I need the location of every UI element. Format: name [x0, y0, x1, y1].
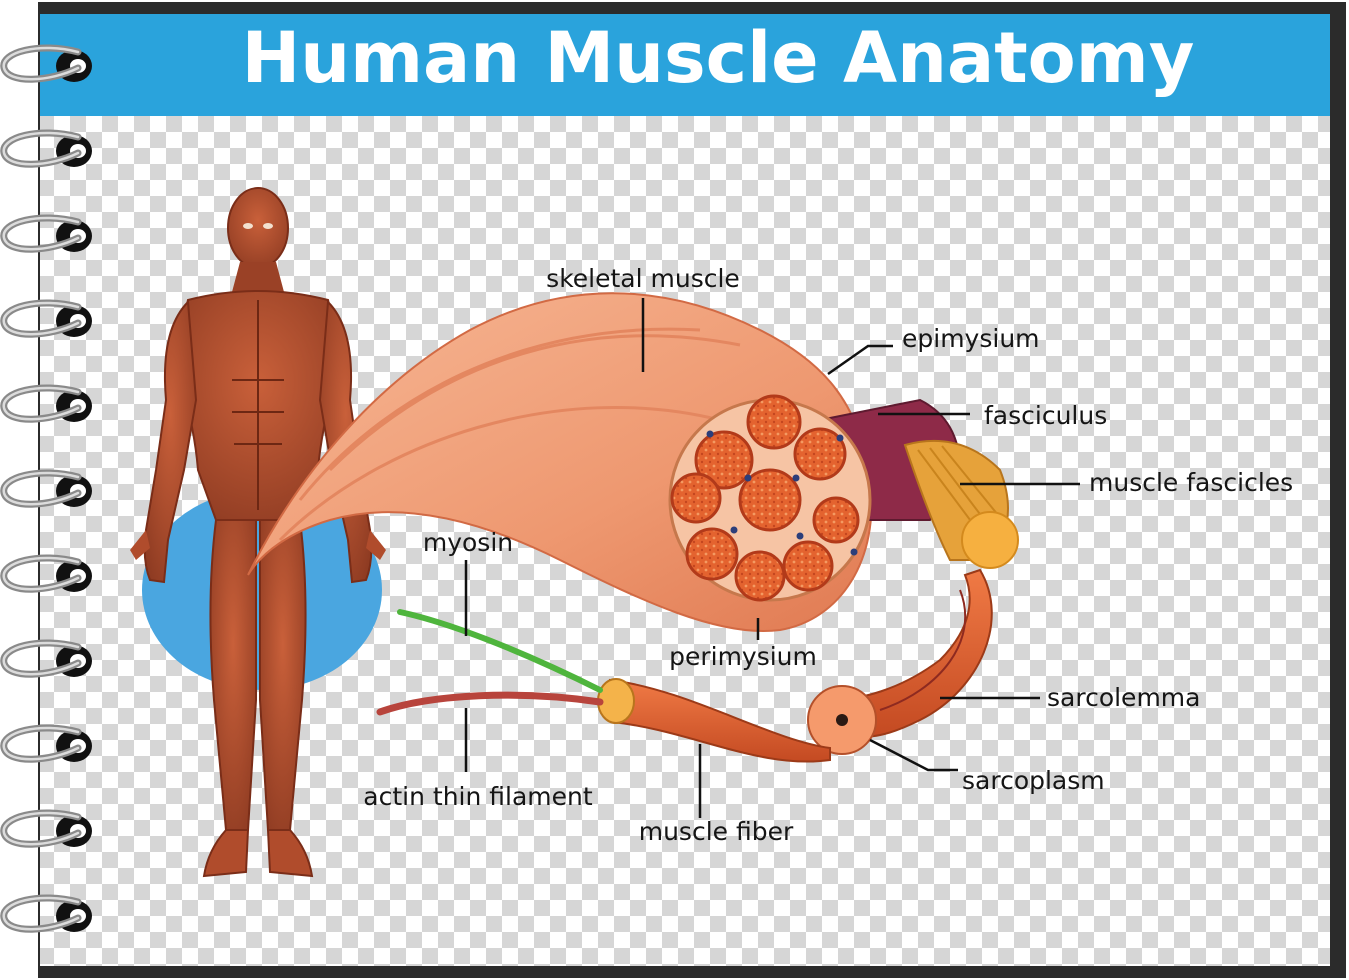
spiral-binding-ring-icon: [0, 129, 92, 168]
blood-vessel-dot: [744, 474, 752, 482]
blood-vessel-dot: [850, 548, 858, 556]
blood-vessel-dot: [792, 474, 800, 482]
blood-vessel-dot: [796, 532, 804, 540]
blood-vessel-dot: [836, 434, 844, 442]
myosin-filament: [397, 609, 603, 693]
title-banner: [40, 14, 1330, 116]
leader-lines: [464, 298, 1080, 818]
fascicle: [793, 427, 847, 481]
single-muscle-fiber: [597, 678, 831, 763]
blood-vessel-dot: [706, 430, 714, 438]
fascicle: [746, 394, 802, 450]
fascicle: [738, 468, 802, 532]
blood-vessel-dot: [730, 526, 738, 534]
fascicle: [734, 550, 786, 602]
spiral-binding: [0, 44, 92, 933]
muscle-cross-section: [668, 394, 872, 602]
spiral-binding-ring-icon: [0, 639, 92, 678]
fascicle: [670, 472, 722, 524]
label-muscle-fiber: muscle fiber: [639, 817, 794, 846]
label-perimysium: perimysium: [669, 642, 817, 671]
page-title: Human Muscle Anatomy: [242, 17, 1195, 99]
label-sarcolemma: sarcolemma: [1047, 683, 1200, 712]
spiral-binding-ring-icon: [0, 214, 92, 253]
label-muscle-fascicles: muscle fascicles: [1089, 468, 1293, 497]
human-muscular-body-icon: [130, 187, 386, 878]
spiral-binding-ring-icon: [0, 809, 92, 848]
labels: skeletal muscle epimysium fasciculus mus…: [363, 264, 1293, 846]
label-myosin: myosin: [423, 528, 513, 557]
fascicle: [694, 430, 754, 490]
label-skeletal-muscle: skeletal muscle: [546, 264, 740, 293]
spiral-binding-ring-icon: [0, 894, 92, 933]
label-sarcoplasm: sarcoplasm: [962, 766, 1105, 795]
spiral-binding-ring-icon: [0, 724, 92, 763]
actin-filament: [376, 691, 604, 716]
label-actin-thin-filament: actin thin filament: [363, 782, 593, 811]
fascicle: [685, 527, 739, 581]
label-fasciculus: fasciculus: [984, 401, 1107, 430]
fascicle: [812, 496, 860, 544]
fascicle: [782, 540, 834, 592]
muscle-fiber-strand: [807, 568, 993, 755]
spiral-binding-ring-icon: [0, 469, 92, 508]
label-epimysium: epimysium: [902, 324, 1040, 353]
spiral-binding-ring-icon: [0, 44, 92, 83]
spiral-binding-ring-icon: [0, 384, 92, 423]
spiral-binding-ring-icon: [0, 554, 92, 593]
spiral-binding-ring-icon: [0, 299, 92, 338]
